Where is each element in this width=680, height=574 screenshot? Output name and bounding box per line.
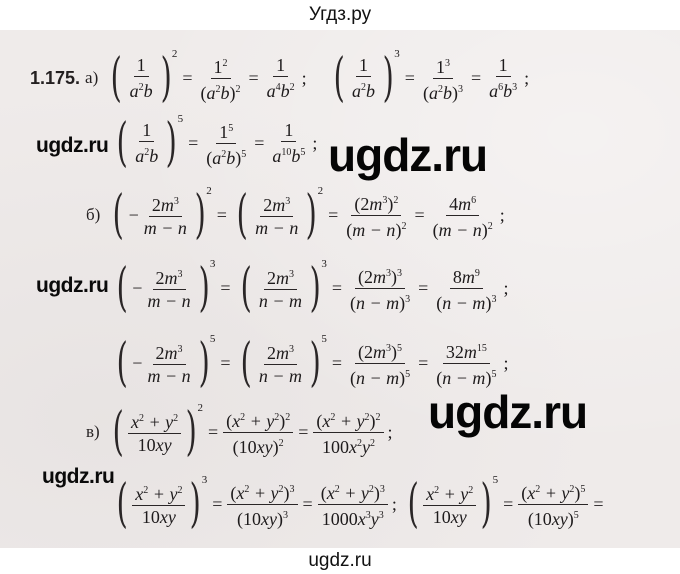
footer-watermark: ugdz.ru <box>0 548 680 574</box>
part-label-b: б) <box>86 205 101 224</box>
fraction: 13(a2b)3 <box>420 53 466 104</box>
fraction: (x2 + y2)5(10xy)5 <box>518 479 589 530</box>
fraction: 4m6(m − n)2 <box>430 190 496 241</box>
problem-number: 1.175. <box>30 67 81 88</box>
fraction: (2m3)5(n − m)5 <box>347 338 413 389</box>
fraction: (x2 + y2)2(10xy)2 <box>223 407 294 458</box>
part-label-a: а) <box>85 68 99 87</box>
watermark-small: ugdz.ru <box>42 465 115 488</box>
watermark-large: ugdz.ru <box>328 129 488 181</box>
watermark-small: ugdz.ru <box>36 274 109 297</box>
fraction: 12(a2b)2 <box>198 53 244 104</box>
fraction: (2m3)2(m − n)2 <box>343 190 409 241</box>
watermark-small: ugdz.ru <box>36 134 109 157</box>
fraction: 32m15(n − m)5 <box>433 338 499 389</box>
fraction: 8m9(n − m)3 <box>433 263 499 314</box>
part-label-v: в) <box>86 422 100 441</box>
fraction: (x2 + y2)3(10xy)3 <box>227 479 298 530</box>
site-title: Угдз.ру <box>0 0 680 30</box>
textbook-page <box>0 30 680 548</box>
fraction: (2m3)3(n − m)3 <box>347 263 413 314</box>
fraction: 15(a2b)5 <box>203 118 249 169</box>
watermark-large: ugdz.ru <box>428 386 588 438</box>
